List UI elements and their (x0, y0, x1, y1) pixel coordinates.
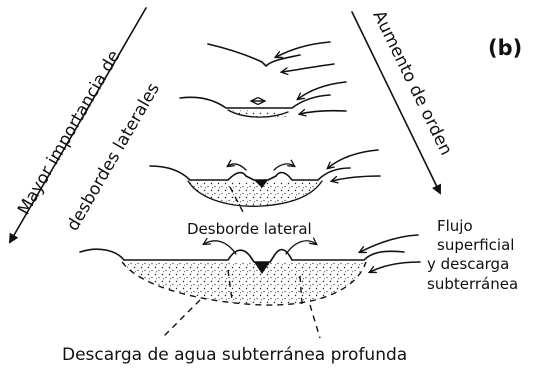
lateral-overflow-axis: Mayor importancia de desbordes laterales (10, 8, 164, 242)
large-channel-icon (80, 235, 420, 338)
deep-discharge-label: Descarga de agua subterránea profunda (62, 345, 407, 365)
stream-order-axis: Aumento de orden (352, 7, 456, 193)
surface-flow-line4: subterránea (427, 275, 518, 293)
left-axis-label-line1: Mayor importancia de (14, 47, 125, 218)
medium-channel-icon (150, 150, 380, 214)
panel-label: (b) (488, 36, 522, 60)
surface-flow-line3: y descarga (427, 255, 509, 273)
surface-flow-line2: superficial (437, 236, 514, 254)
surface-flow-label: Flujo superficial y descarga subterránea (427, 217, 518, 293)
surface-flow-line1: Flujo (437, 217, 473, 235)
headwater-channel-icon (208, 42, 334, 72)
lateral-overflow-label: Desborde lateral (187, 220, 312, 238)
small-channel-icon (180, 82, 346, 118)
